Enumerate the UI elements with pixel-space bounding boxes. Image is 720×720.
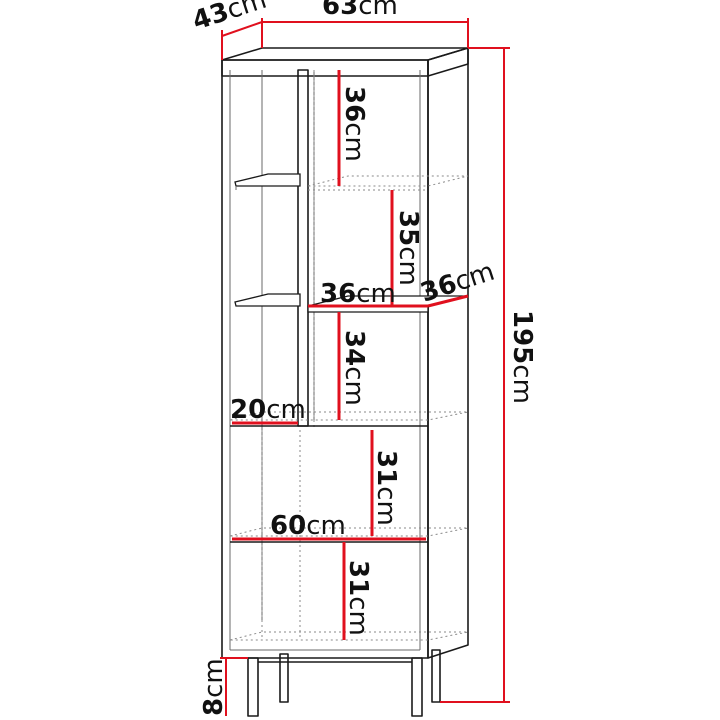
bottom-shelf (229, 631, 469, 641)
full-shelf-4 (229, 527, 469, 537)
leg-back-right (431, 649, 441, 703)
shelves (229, 173, 469, 641)
dimension-labels: 63cm 43cm 195cm 36cm 35cm 36cm 36cm 34cm… (189, 0, 537, 716)
shelf-depth-label: 36cm (417, 257, 498, 309)
legs-label: 8cm (199, 658, 229, 716)
leg-front-left (247, 657, 259, 717)
right-shelf-1 (307, 175, 469, 187)
bottom-comp-label: 31cm (343, 560, 373, 636)
shelf-width-label: 36cm (320, 279, 396, 309)
leg-front-right (411, 657, 423, 717)
inner-width-label: 60cm (270, 511, 346, 541)
side-shelf-label: 20cm (230, 395, 306, 425)
full-shelf-3 (229, 411, 469, 421)
second-comp-label: 35cm (393, 210, 423, 286)
fourth-comp-label: 31cm (371, 450, 401, 526)
shelf-depth-dim-line (427, 294, 469, 308)
depth-dim-line (221, 21, 263, 37)
dimension-lines (220, 18, 510, 716)
cabinet-outline (221, 47, 469, 659)
width-label: 63cm (322, 0, 398, 21)
depth-label: 43cm (189, 0, 270, 37)
height-label: 195cm (507, 310, 537, 404)
left-shelf-upper (234, 173, 301, 187)
top-comp-label: 36cm (339, 86, 369, 162)
left-shelf-lower (234, 293, 301, 307)
leg-back-left (279, 653, 289, 703)
third-comp-label: 34cm (339, 330, 369, 406)
legs (247, 649, 441, 717)
